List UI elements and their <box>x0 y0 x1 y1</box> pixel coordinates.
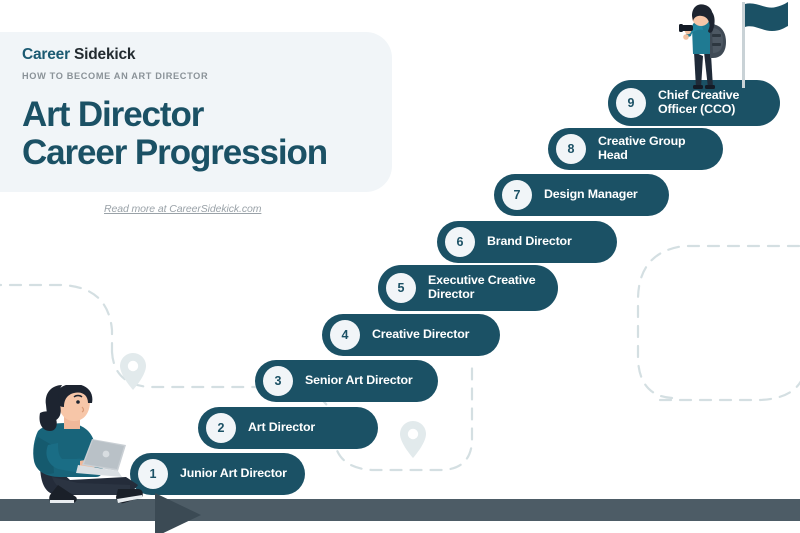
step-label: Art Director <box>248 420 316 435</box>
page-title-line-2: Career Progression <box>22 133 328 173</box>
page-title: Art Director Career Progression <box>22 97 372 170</box>
ground-bar <box>0 499 800 521</box>
career-step-3[interactable]: 3 Senior Art Director <box>255 360 438 402</box>
step-number-badge: 1 <box>138 459 168 489</box>
brand-logo: Career Sidekick <box>22 46 372 63</box>
read-more-link[interactable]: Read more at CareerSidekick.com <box>104 203 262 215</box>
career-step-4[interactable]: 4 Creative Director <box>322 314 500 356</box>
step-number-badge: 7 <box>502 180 532 210</box>
step-number-badge: 9 <box>616 88 646 118</box>
map-pin-right <box>398 420 428 465</box>
step-label: Senior Art Director <box>305 373 413 388</box>
career-step-2[interactable]: 2 Art Director <box>198 407 378 449</box>
logo-word-sidekick: Sidekick <box>74 46 136 63</box>
step-label: Executive Creative Director <box>428 273 536 301</box>
page-title-line-1: Art Director <box>22 95 204 135</box>
step-number-badge: 5 <box>386 273 416 303</box>
kicker-text: HOW TO BECOME AN ART DIRECTOR <box>22 71 209 82</box>
person-with-laptop-illustration <box>33 385 143 504</box>
step-label: Junior Art Director <box>180 466 287 481</box>
hiker-with-flag-illustration <box>679 2 788 89</box>
step-label: Creative Director <box>372 327 470 342</box>
career-step-8[interactable]: 8 Creative Group Head <box>548 128 723 170</box>
career-step-6[interactable]: 6 Brand Director <box>437 221 617 263</box>
career-step-5[interactable]: 5 Executive Creative Director <box>378 265 558 311</box>
step-number-badge: 8 <box>556 134 586 164</box>
logo-word-career: Career <box>22 46 70 63</box>
step-label: Creative Group Head <box>598 134 686 162</box>
step-number-badge: 4 <box>330 320 360 350</box>
step-number-badge: 2 <box>206 413 236 443</box>
step-label: Brand Director <box>487 234 572 249</box>
career-step-1[interactable]: 1 Junior Art Director <box>130 453 305 495</box>
step-label: Design Manager <box>544 187 638 202</box>
step-number-badge: 3 <box>263 366 293 396</box>
career-step-7[interactable]: 7 Design Manager <box>494 174 669 216</box>
header-card: Career Sidekick HOW TO BECOME AN ART DIR… <box>0 32 392 192</box>
step-label: Chief Creative Officer (CCO) <box>658 88 740 116</box>
career-step-9[interactable]: 9 Chief Creative Officer (CCO) <box>608 80 780 126</box>
step-number-badge: 6 <box>445 227 475 257</box>
forward-arrow <box>155 493 201 533</box>
